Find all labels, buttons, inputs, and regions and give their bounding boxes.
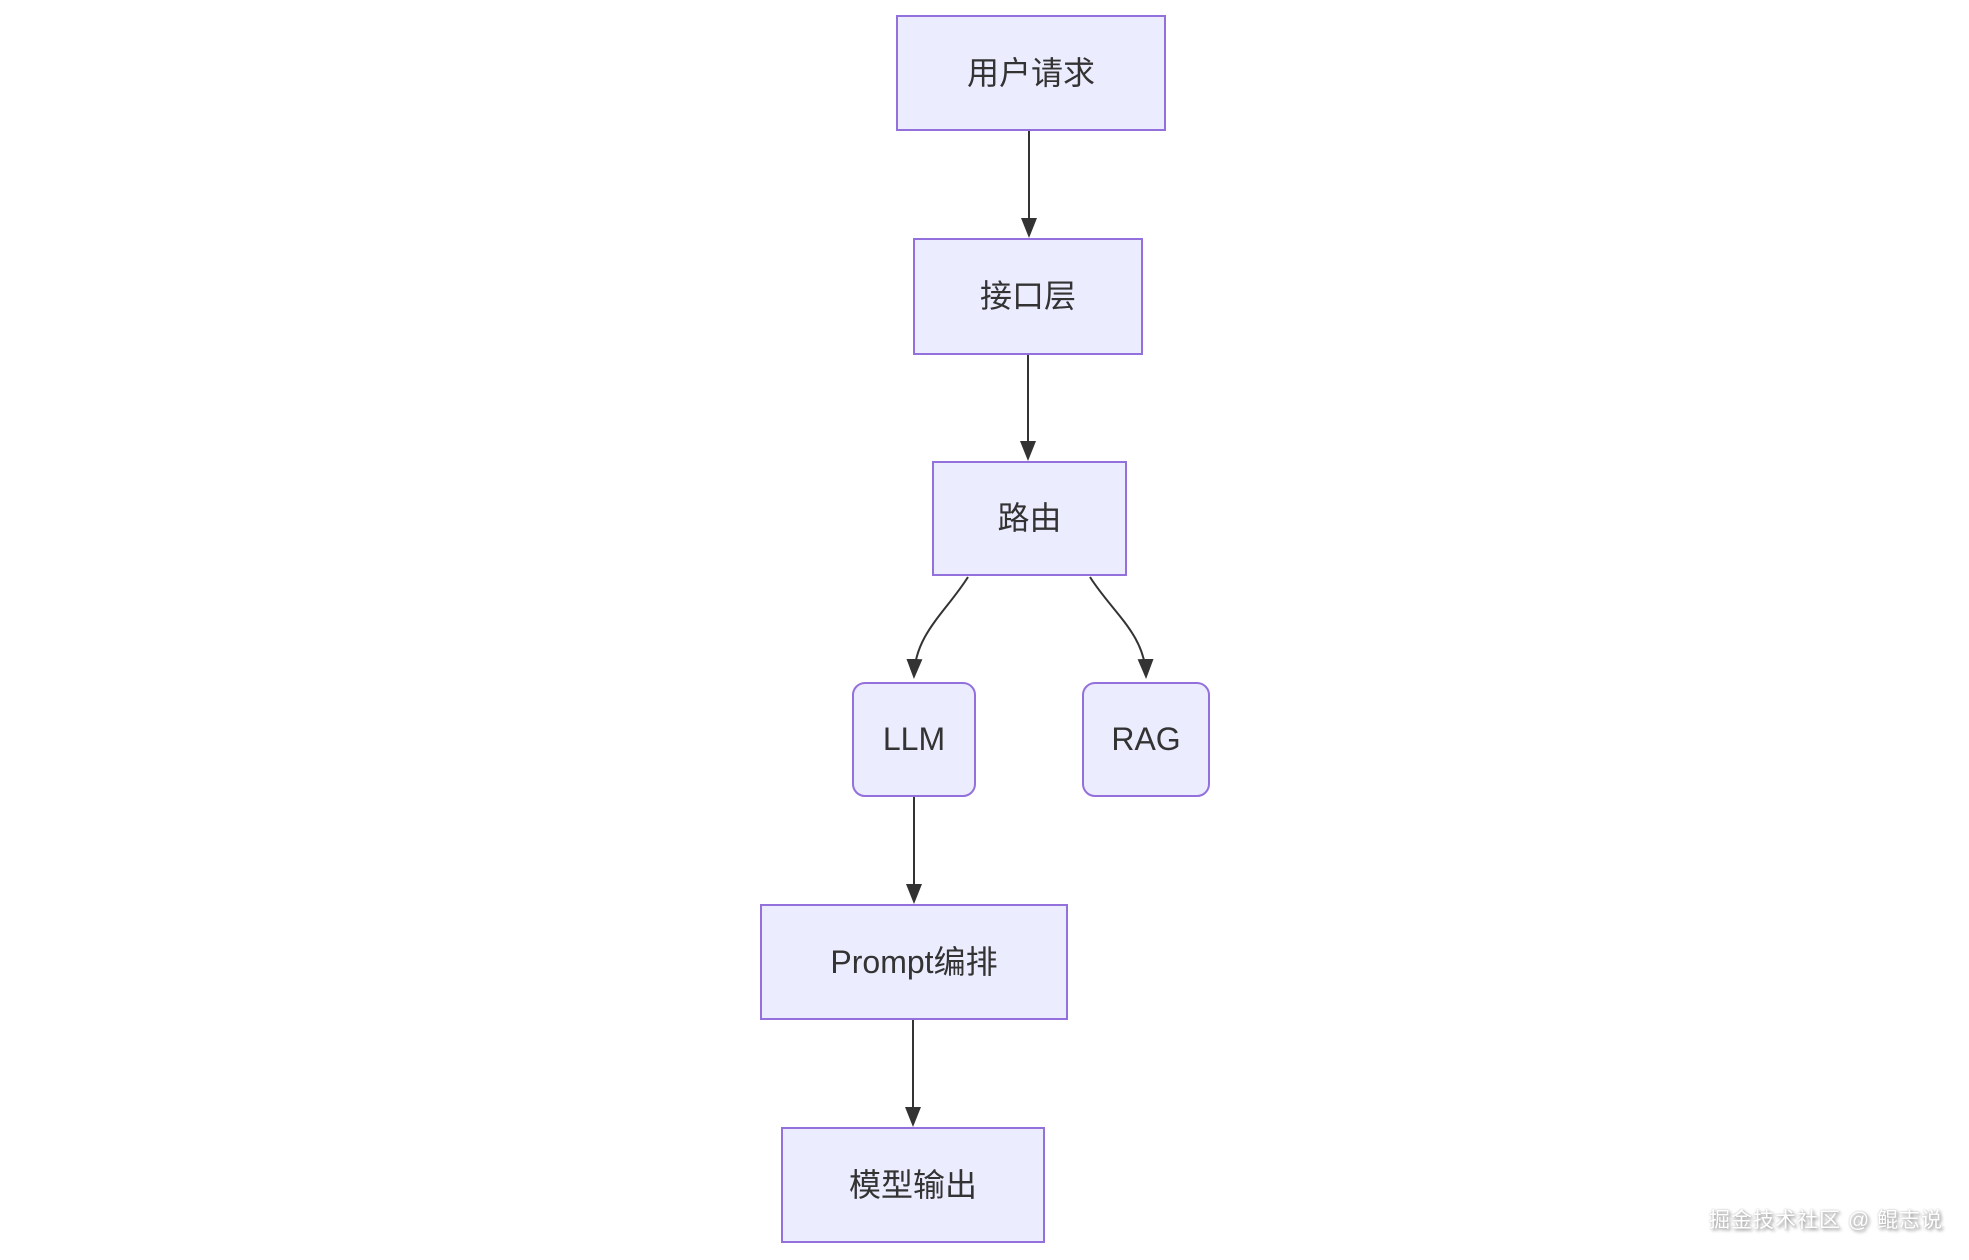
node-interface-layer-label: 接口层 xyxy=(979,278,1076,315)
node-router: 路由 xyxy=(932,461,1127,576)
node-interface-layer: 接口层 xyxy=(913,238,1143,355)
node-llm-label: LLM xyxy=(882,721,946,758)
node-model-output-label: 模型输出 xyxy=(848,1166,977,1203)
node-rag-label: RAG xyxy=(1111,721,1181,758)
node-prompt-orchestration: Prompt编排 xyxy=(760,904,1068,1020)
watermark: 掘金技术社区 @ 鲲志说 xyxy=(1709,1209,1943,1232)
node-llm: LLM xyxy=(852,682,976,797)
node-prompt-orchestration-label: Prompt编排 xyxy=(830,943,998,980)
node-rag: RAG xyxy=(1082,682,1210,797)
edge-router-to-llm xyxy=(906,576,969,679)
edge-router-to-rag xyxy=(1089,576,1154,679)
node-router-label: 路由 xyxy=(997,500,1062,537)
node-user-request-label: 用户请求 xyxy=(966,54,1095,91)
node-user-request: 用户请求 xyxy=(896,15,1166,131)
node-model-output: 模型输出 xyxy=(781,1127,1045,1243)
